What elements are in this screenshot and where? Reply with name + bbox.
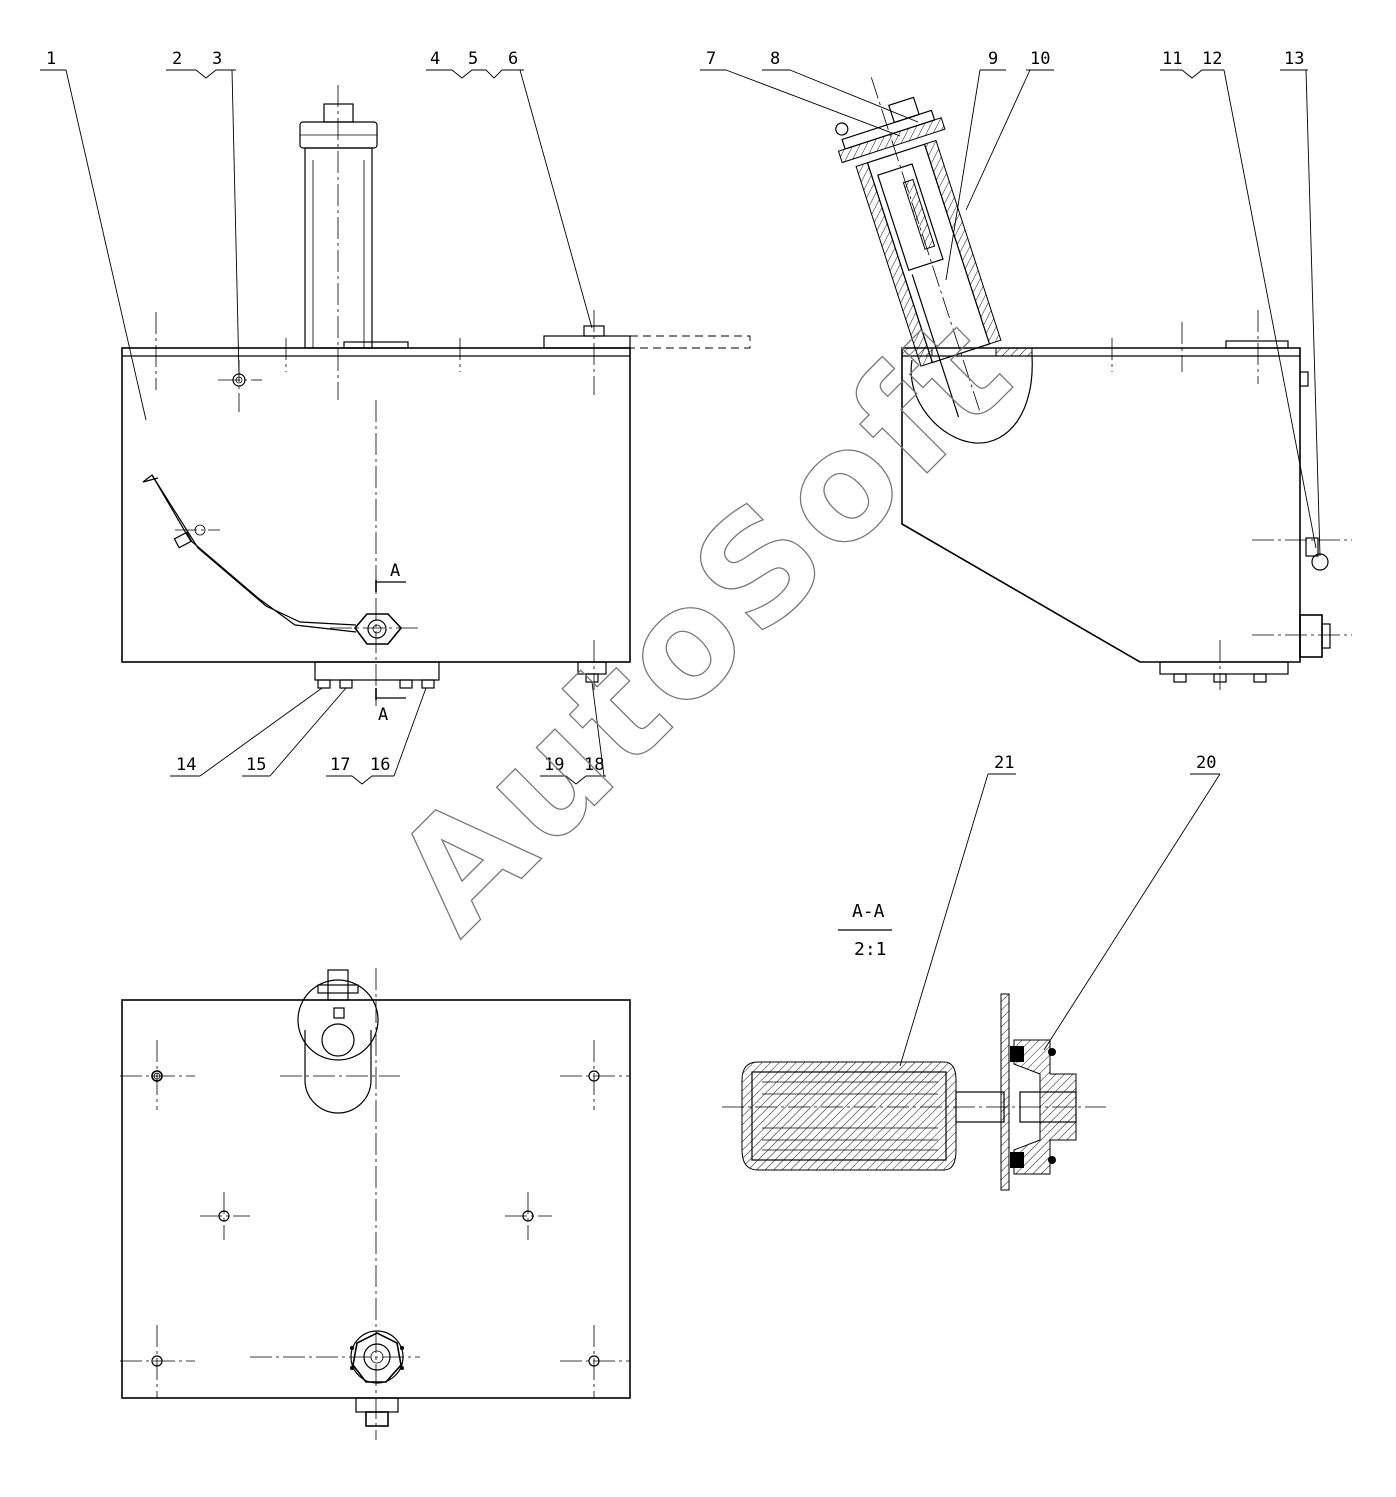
- callout-5: 5: [468, 49, 478, 69]
- section-mark-a-bottom: A: [378, 705, 388, 725]
- callout-19: 19: [544, 755, 564, 775]
- callout-12: 12: [1202, 49, 1222, 69]
- callout-17: 17: [330, 755, 350, 775]
- section-a-a: A-A 2:1: [722, 901, 1106, 1191]
- section-title: A-A: [852, 901, 885, 922]
- front-view: A A: [121, 85, 751, 725]
- callout-14: 14: [176, 755, 196, 775]
- leader-lines: [40, 69, 1321, 1067]
- section-mark-a-top: A: [390, 561, 400, 581]
- callout-7: 7: [706, 49, 716, 69]
- callout-8: 8: [770, 49, 780, 69]
- callout-15: 15: [246, 755, 266, 775]
- callout-16: 16: [370, 755, 390, 775]
- callout-18: 18: [584, 755, 604, 775]
- callout-13: 13: [1284, 49, 1304, 69]
- callout-9: 9: [988, 49, 998, 69]
- callout-3: 3: [212, 49, 222, 69]
- callout-6: 6: [508, 49, 518, 69]
- callout-2: 2: [172, 49, 182, 69]
- callout-11: 11: [1162, 49, 1182, 69]
- callout-numbers: 1 2 3 4 5 6 7 8 9 10 11 12 13 14 15 17 1…: [46, 49, 1304, 775]
- section-scale: 2:1: [854, 939, 887, 960]
- callout-10: 10: [1030, 49, 1050, 69]
- callout-1: 1: [46, 49, 56, 69]
- callout-20: 20: [1196, 753, 1216, 773]
- side-view: [835, 77, 1352, 690]
- watermark-text: AutoSoft: [362, 281, 1046, 965]
- callout-21: 21: [994, 753, 1014, 773]
- callout-4: 4: [430, 49, 440, 69]
- top-view: [120, 968, 631, 1440]
